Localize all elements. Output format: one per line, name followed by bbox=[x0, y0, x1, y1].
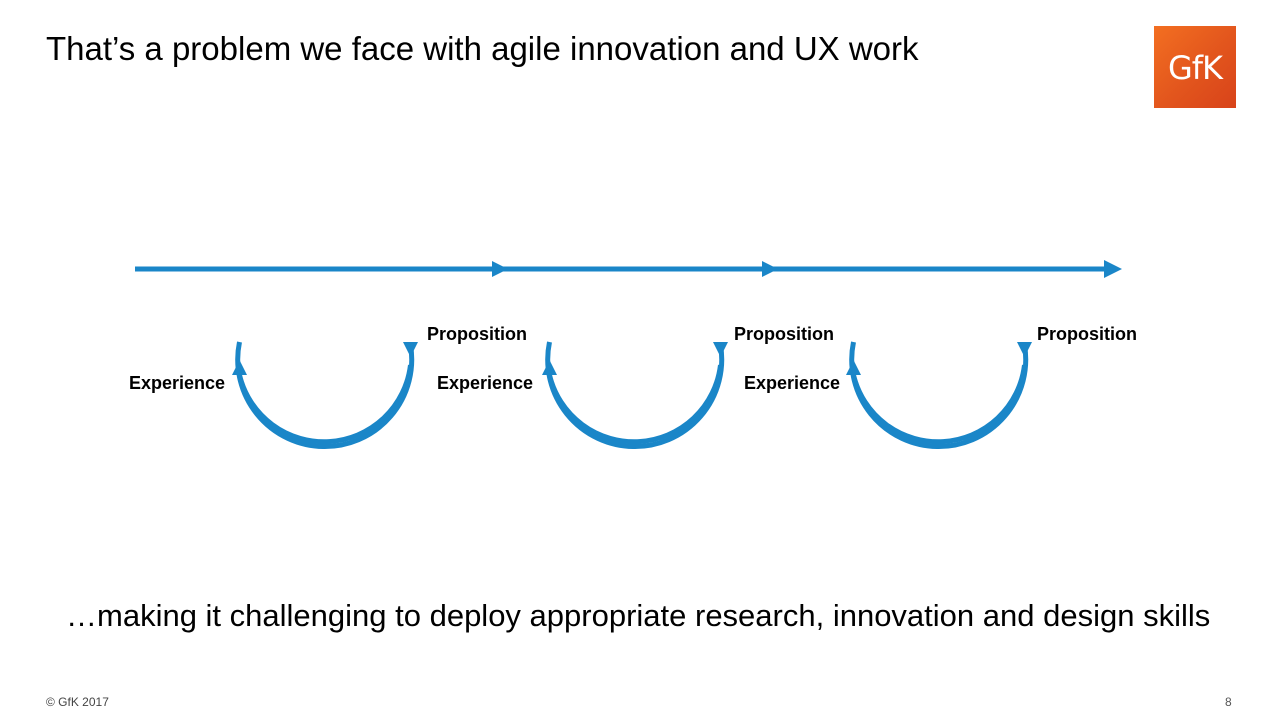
cycle-1-arrowhead-down bbox=[403, 342, 418, 357]
cycle-3-proposition-label: Proposition bbox=[1037, 324, 1137, 344]
gfk-logo-text: GfK bbox=[1167, 49, 1223, 87]
cycle-3-loop-lower bbox=[851, 364, 1027, 445]
page-number: 8 bbox=[1225, 695, 1232, 709]
slide-title: That’s a problem we face with agile inno… bbox=[46, 30, 919, 67]
timeline-arrowhead-1 bbox=[492, 261, 508, 277]
cycle-3-experience-label: Experience bbox=[744, 373, 841, 393]
cycle-3-arrowhead-up bbox=[846, 360, 861, 375]
cycle-1-loop bbox=[235, 341, 415, 449]
cycle-1-loop-lower bbox=[237, 364, 413, 445]
cycle-2-loop-lower bbox=[547, 364, 723, 445]
cycle-2-arrowhead-down bbox=[713, 342, 728, 357]
cycle-2-loop bbox=[545, 341, 725, 449]
gfk-logo: GfK bbox=[1154, 26, 1236, 108]
cycle-3-arrowhead-down bbox=[1017, 342, 1032, 357]
cycle-1-experience-label: Experience bbox=[129, 373, 226, 393]
cycle-3-loop bbox=[849, 341, 1029, 449]
cycle-2-arrowhead-up bbox=[542, 360, 557, 375]
cycle-2-proposition-label: Proposition bbox=[734, 324, 834, 344]
cycle-1-arrowhead-up bbox=[232, 360, 247, 375]
cycle-2-experience-label: Experience bbox=[437, 373, 534, 393]
cycle-1-proposition-label: Proposition bbox=[427, 324, 527, 344]
footer-copyright: © GfK 2017 bbox=[46, 695, 109, 709]
timeline-arrowhead-2 bbox=[762, 261, 778, 277]
timeline-arrowhead-end bbox=[1104, 260, 1122, 278]
slide-subtitle: …making it challenging to deploy appropr… bbox=[66, 598, 1211, 633]
